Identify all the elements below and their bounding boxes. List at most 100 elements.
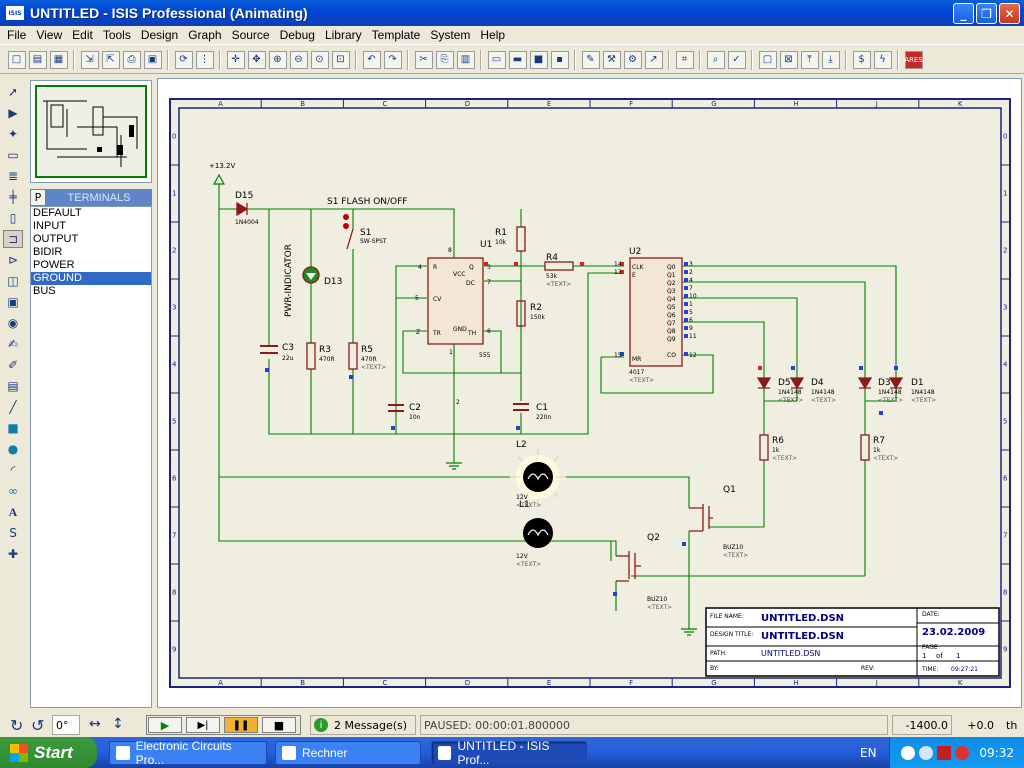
graph-mode-icon[interactable]: ◫ [7,274,19,288]
device-pins-icon[interactable]: ⊳ [7,253,19,267]
menu-template[interactable]: Template [371,28,421,42]
property-assignment-icon[interactable]: ✓ [727,50,746,69]
menu-file[interactable]: File [7,28,27,42]
zoom-in-icon[interactable]: ⊕ [268,50,287,69]
selection-mode-icon[interactable]: ➚ [7,85,19,99]
monitor-tray-icon[interactable] [937,745,952,760]
line-icon[interactable]: ╱ [9,400,17,414]
grid-icon[interactable]: ⋮ [195,50,214,69]
block-rotate-icon[interactable]: ■ [529,50,548,69]
exit-parent-icon[interactable]: ⤒ [800,50,819,69]
terminal-item-input[interactable]: INPUT [33,220,66,232]
terminal-item-ground[interactable]: GROUND [31,272,151,285]
open-file-icon[interactable]: ▤ [28,50,47,69]
arc-icon[interactable]: ◜ [10,463,16,477]
pick-device-icon[interactable]: ✎ [581,50,600,69]
generator-mode-icon[interactable]: ◉ [7,316,19,330]
wire-label-icon[interactable]: ▭ [7,148,19,162]
task-isis[interactable]: UNTITLED - ISIS Prof... [431,739,587,767]
terminals-mode-icon[interactable]: ⊐ [3,230,23,248]
tape-recorder-icon[interactable]: ▣ [7,295,19,309]
messages-box[interactable]: i 2 Message(s) [310,715,416,735]
start-button[interactable]: Start [0,737,97,768]
marker-icon[interactable]: ✚ [7,547,19,561]
copy-icon[interactable]: ⎘ [435,50,454,69]
print-icon[interactable]: ⎙ [122,50,141,69]
task-rechner[interactable]: Rechner [275,740,421,765]
path-icon[interactable]: ∞ [8,484,18,498]
text-script-icon[interactable]: ≣ [7,169,19,183]
menu-debug[interactable]: Debug [279,28,315,42]
decompose-icon[interactable]: ↗ [644,50,663,69]
packaging-tool-icon[interactable]: ⚙ [623,50,642,69]
subcircuit-icon[interactable]: ▯ [9,211,17,225]
terminal-item-output[interactable]: OUTPUT [33,233,79,245]
redo-icon[interactable]: ↷ [383,50,402,69]
remove-sheet-icon[interactable]: ⊠ [779,50,798,69]
new-sheet-icon[interactable]: ▢ [758,50,777,69]
pan-icon[interactable]: ✥ [247,50,266,69]
step-button[interactable]: ▶| [186,717,220,733]
electrical-rule-check-icon[interactable]: ϟ [873,50,892,69]
cut-icon[interactable]: ✂ [414,50,433,69]
rotation-field[interactable]: 0° [52,715,80,735]
mirror-y-icon[interactable]: ↕ [112,716,124,732]
menu-edit[interactable]: Edit [72,28,93,42]
voltage-probe-icon[interactable]: ✍ [7,337,19,351]
import-icon[interactable]: ⇲ [80,50,99,69]
zoom-out-icon[interactable]: ⊖ [289,50,308,69]
maximize-button[interactable]: ❐ [976,3,997,24]
menu-view[interactable]: View [36,28,63,42]
menu-source[interactable]: Source [231,28,270,42]
menu-tools[interactable]: Tools [102,28,131,42]
current-probe-icon[interactable]: ✐ [7,358,19,372]
make-device-icon[interactable]: ⚒ [602,50,621,69]
print-area-icon[interactable]: ▣ [143,50,162,69]
language-indicator[interactable]: EN [860,746,877,760]
antivirus-tray-icon[interactable] [955,745,970,760]
zoom-area-icon[interactable]: ⊡ [331,50,350,69]
terminal-item-bidir[interactable]: BIDIR [33,246,63,258]
pause-button[interactable]: ❚❚ [224,717,258,733]
menu-library[interactable]: Library [324,28,362,42]
menu-system[interactable]: System [430,28,471,42]
box-icon[interactable]: ■ [7,421,19,435]
zoom-child-icon[interactable]: ⤓ [821,50,840,69]
terminal-item-power[interactable]: POWER [33,259,75,271]
close-button[interactable]: ✕ [999,3,1020,24]
terminal-item-default[interactable]: DEFAULT [33,207,82,219]
overview-viewport[interactable] [35,85,147,178]
search-icon[interactable]: ⌕ [706,50,725,69]
help-tray-icon[interactable] [901,745,916,760]
component-mode-icon[interactable]: ▶ [8,106,18,120]
menu-help[interactable]: Help [480,28,506,42]
menu-design[interactable]: Design [140,28,179,42]
circle-icon[interactable]: ● [7,442,19,456]
task-electronic-circuits[interactable]: Electronic Circuits Pro... [109,739,267,767]
rotate-cw-icon[interactable]: ↻ [10,716,24,735]
rotate-ccw-icon[interactable]: ↺ [31,716,45,735]
bus-icon[interactable]: ╪ [9,190,17,204]
bill-of-materials-icon[interactable]: $ [852,50,871,69]
junction-dot-icon[interactable]: ✦ [7,127,19,141]
export-icon[interactable]: ⇱ [101,50,120,69]
network-tray-icon[interactable] [919,745,934,760]
refresh-icon[interactable]: ⟳ [174,50,193,69]
menu-graph[interactable]: Graph [188,28,222,42]
minimize-button[interactable]: _ [953,3,974,24]
paste-icon[interactable]: ▥ [456,50,475,69]
terminal-item-bus[interactable]: BUS [33,285,56,297]
origin-icon[interactable]: ✛ [226,50,245,69]
mirror-x-icon[interactable]: ↔ [89,716,101,732]
block-delete-icon[interactable]: ▪ [550,50,569,69]
stop-button[interactable]: ■ [262,717,296,733]
block-copy-icon[interactable]: ▭ [487,50,506,69]
overview-window[interactable] [30,80,152,183]
undo-icon[interactable]: ↶ [362,50,381,69]
save-file-icon[interactable]: ▦ [49,50,68,69]
block-move-icon[interactable]: ▬ [508,50,527,69]
pick-button[interactable]: P [30,189,46,206]
symbol-icon[interactable]: S [9,526,17,540]
